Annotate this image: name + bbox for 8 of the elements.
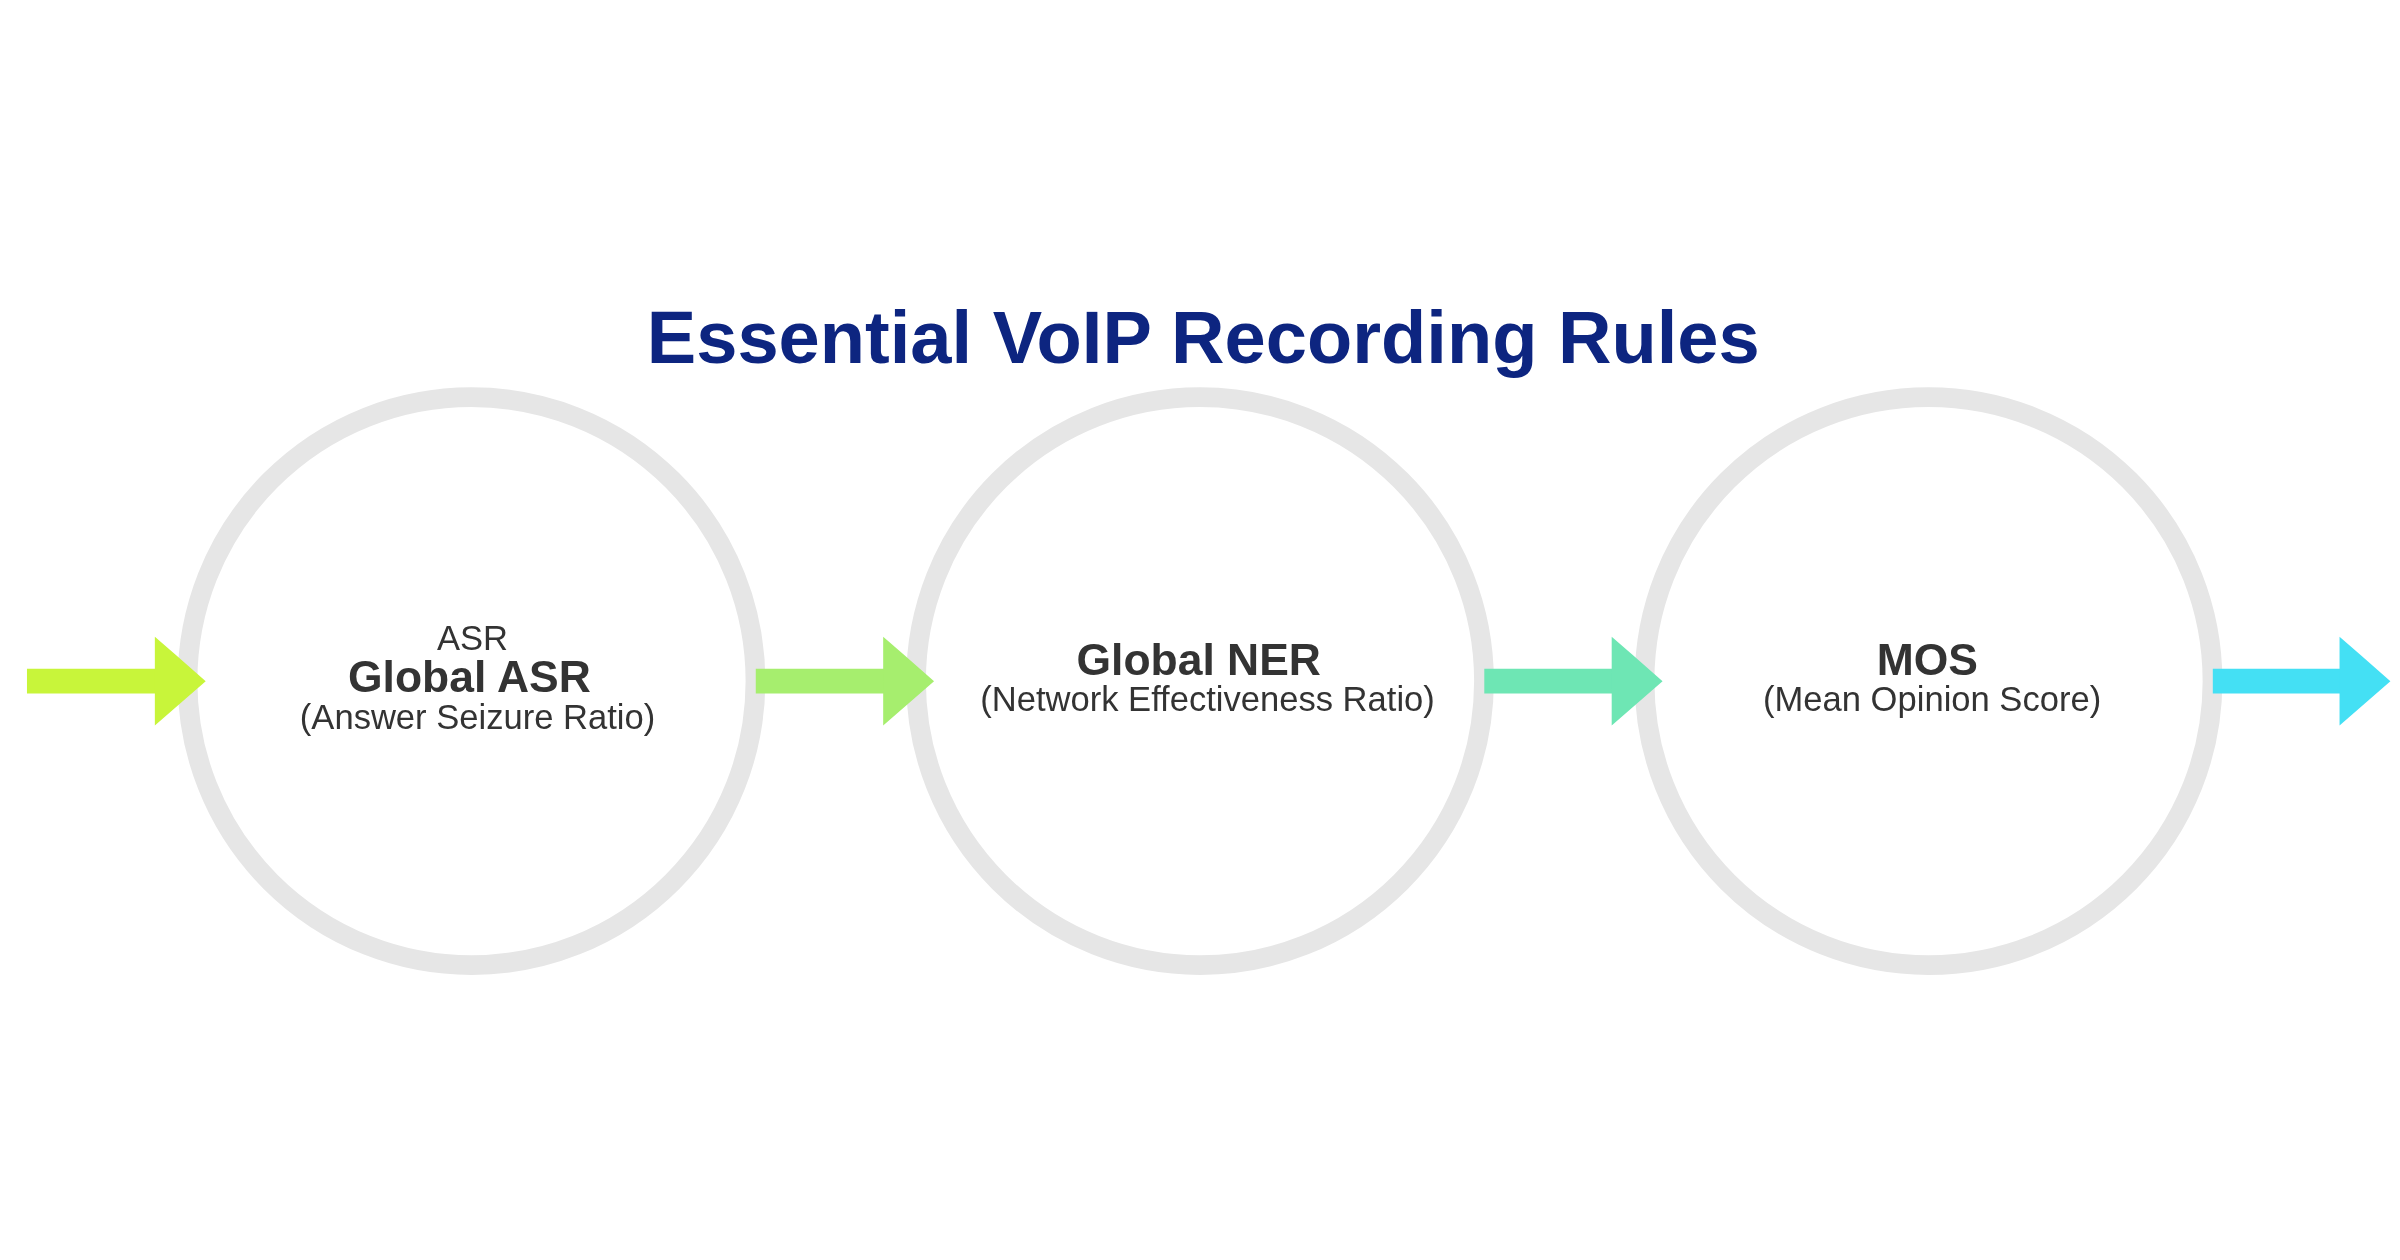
node-circle: Global NER (Network Effectiveness Ratio): [906, 386, 1494, 975]
node-circle: ASR Global ASR (Answer Seizure Ratio): [177, 386, 766, 975]
diagram-title: Essential VoIP Recording Rules: [646, 295, 1760, 379]
arrow: [1484, 636, 1663, 726]
arrow: [2212, 636, 2391, 726]
arrow: [26, 636, 206, 726]
arrow: [755, 636, 935, 726]
node-circle: MOS (Mean Opinion Score): [1634, 386, 2223, 975]
